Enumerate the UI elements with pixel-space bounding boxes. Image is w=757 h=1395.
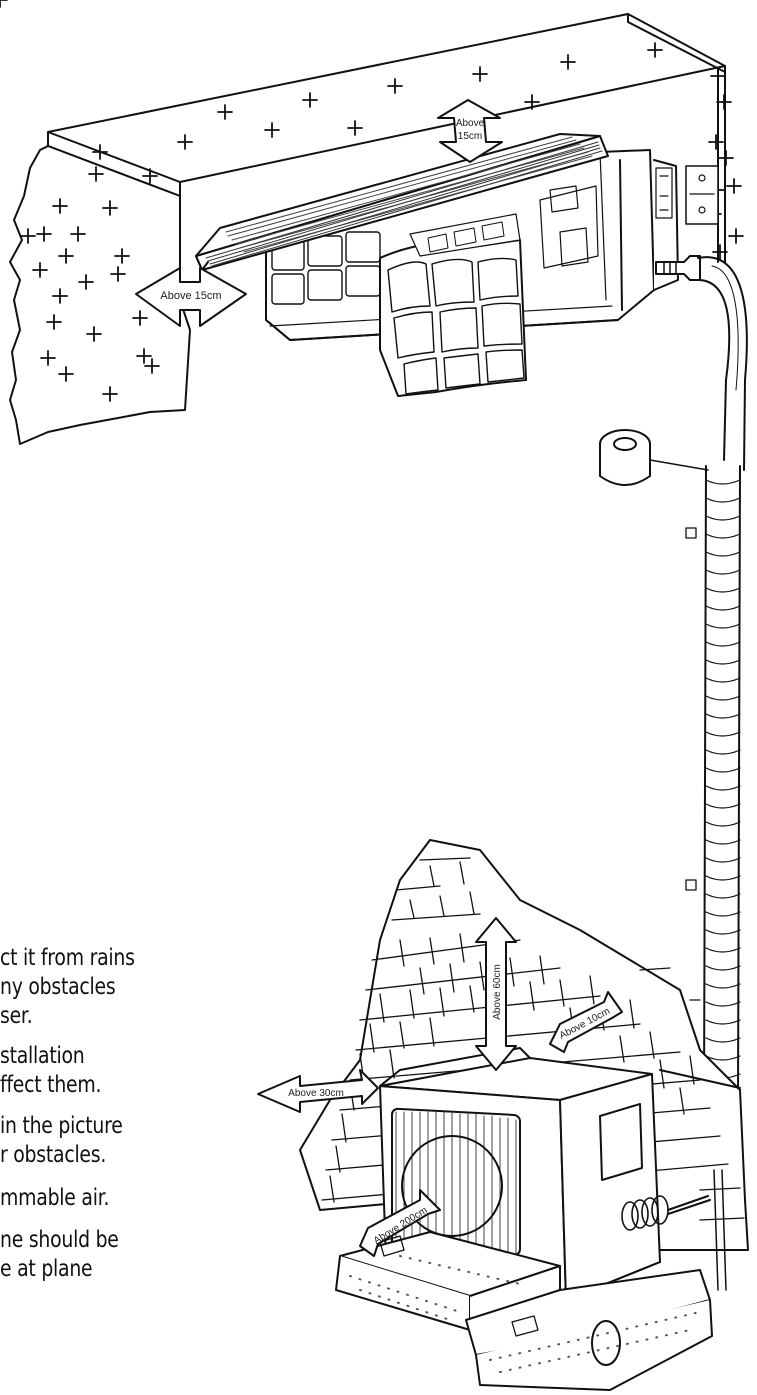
refrigerant-piping	[599, 255, 748, 1171]
label-outdoor-top: Above 60cm	[492, 964, 503, 1020]
text-line-4: stallation	[0, 1043, 85, 1069]
indoor-unit	[195, 133, 719, 397]
label-left: Above 15cm	[160, 290, 221, 302]
clearance-arrow-outdoor-left: Above 30cm	[257, 1069, 379, 1113]
text-line-5: ffect them.	[0, 1072, 102, 1098]
text-line-3: ser.	[0, 1003, 33, 1029]
text-line-9: ne should be	[0, 1227, 119, 1253]
text-line-6: in the picture	[0, 1113, 123, 1139]
label-outdoor-left: Above 30cm	[288, 1088, 344, 1099]
label-top-line1: Above	[456, 118, 485, 129]
concrete-base	[335, 1231, 713, 1391]
label-top-line2: 15cm	[458, 131, 482, 142]
clearance-arrow-top: Above 15cm	[437, 99, 503, 163]
text-line-10: e at plane	[0, 1256, 93, 1282]
text-line-7: r obstacles.	[0, 1142, 107, 1168]
text-line-8: mmable air.	[0, 1185, 110, 1211]
clearance-arrow-outdoor-top: Above 60cm	[475, 917, 517, 1071]
text-line-1: ct it from rains	[0, 945, 135, 971]
clearance-arrow-left: Above 15cm	[135, 267, 247, 327]
text-line-2: ny obstacles	[0, 974, 116, 1000]
